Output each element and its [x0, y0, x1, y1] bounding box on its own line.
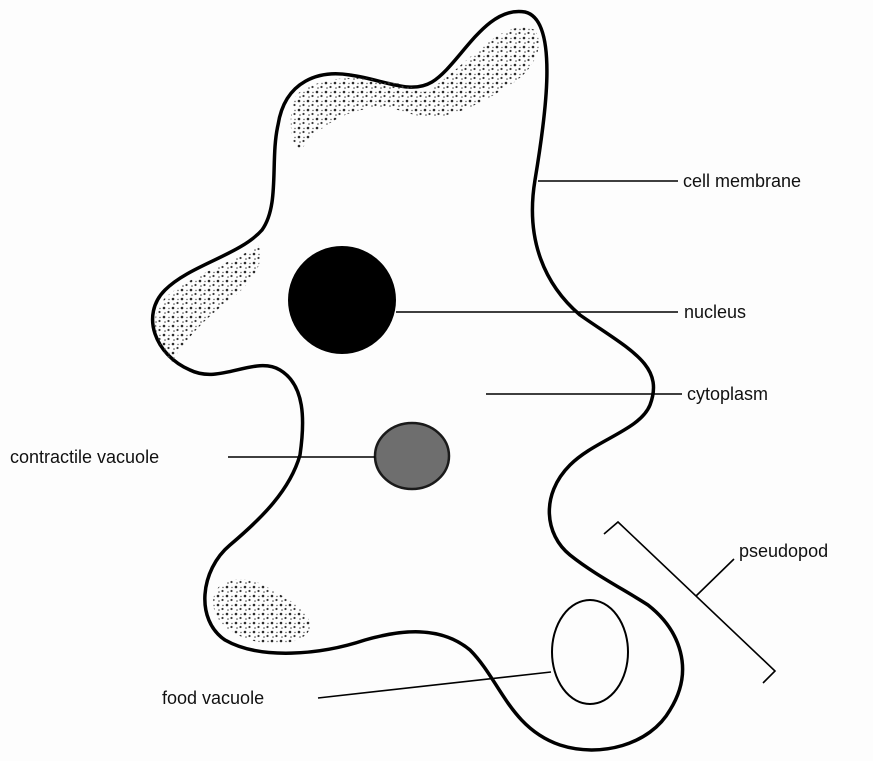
label-cytoplasm: cytoplasm — [687, 384, 768, 404]
nucleus — [288, 246, 396, 354]
cell-membrane-outline — [153, 11, 683, 750]
label-contractile-vacuole: contractile vacuole — [10, 447, 159, 467]
leader-food-vacuole — [318, 672, 551, 698]
label-nucleus: nucleus — [684, 302, 746, 322]
leader-pseudopod — [696, 559, 734, 596]
label-pseudopod: pseudopod — [739, 541, 828, 561]
food-vacuole — [552, 600, 628, 704]
stipple-region-bottom — [213, 579, 310, 644]
contractile-vacuole — [375, 423, 449, 489]
label-food-vacuole: food vacuole — [162, 688, 264, 708]
label-cell-membrane: cell membrane — [683, 171, 801, 191]
